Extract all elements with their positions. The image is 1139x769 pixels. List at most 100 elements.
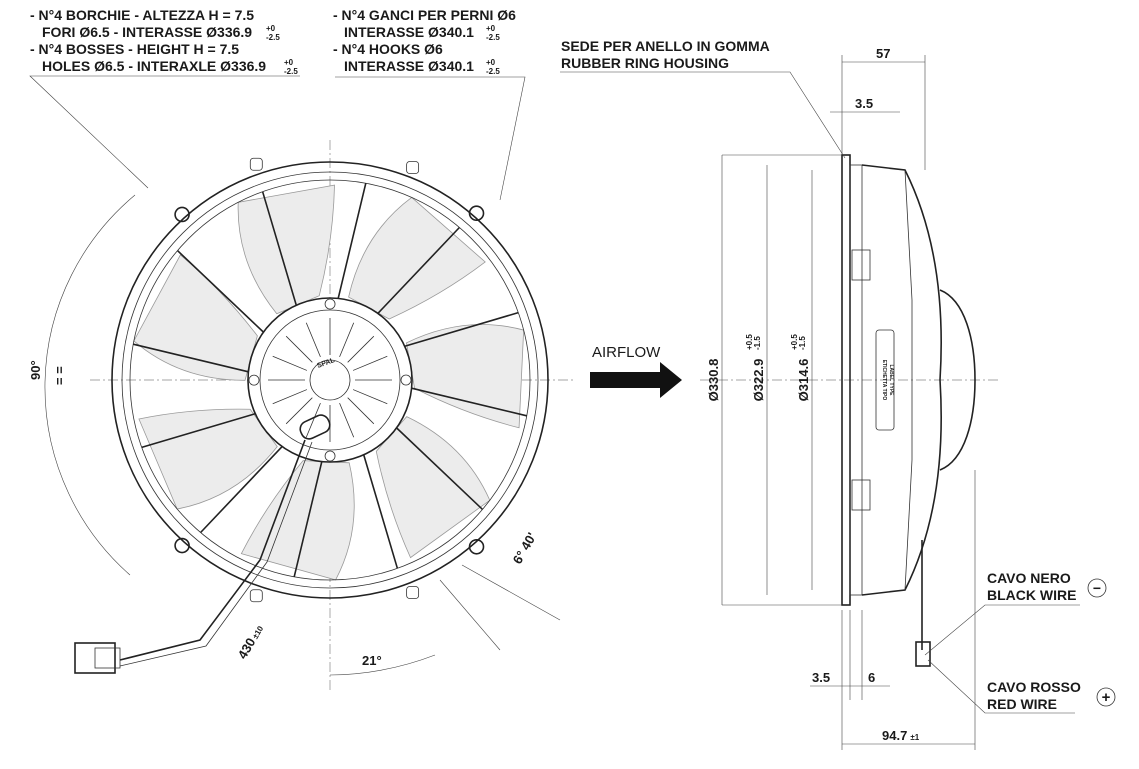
svg-text:= =: = = (52, 366, 67, 385)
svg-text:−: − (1093, 580, 1101, 596)
red-wire-label: CAVO ROSSO RED WIRE + (927, 659, 1116, 714)
spoke (176, 250, 264, 333)
fan-blade (138, 408, 278, 510)
svg-text:+0.5: +0.5 (790, 334, 799, 350)
svg-text:-2.5: -2.5 (266, 33, 280, 42)
svg-text:-2.5: -2.5 (284, 67, 298, 76)
spoke (411, 387, 527, 417)
svg-text:CAVO ROSSO: CAVO ROSSO (987, 679, 1081, 695)
mounting-boss (174, 537, 190, 554)
hub-rib (347, 335, 375, 363)
spoke (396, 427, 484, 510)
svg-text:+: + (1102, 689, 1111, 706)
hub-rib (339, 402, 355, 438)
cable-length: 430±10 (235, 621, 267, 661)
hub-rib (285, 335, 313, 363)
hub-screw (248, 374, 260, 386)
mounting-hook (249, 589, 263, 603)
svg-text:LABEL TYPE: LABEL TYPE (888, 364, 894, 396)
hooks-note: - N°4 GANCI PER PERNI Ø6 INTERASSE Ø340.… (333, 7, 526, 201)
fan-blade (133, 254, 258, 381)
hub-rib (305, 402, 321, 438)
bosses-note: - N°4 BORCHIE - ALTEZZA H = 7.5 FORI Ø6.… (29, 7, 300, 189)
fan-blade (406, 324, 525, 429)
fan-blade (237, 184, 335, 315)
svg-text:-1.5: -1.5 (798, 336, 807, 350)
spoke (141, 412, 256, 449)
svg-text:- N°4 GANCI PER PERNI Ø6: - N°4 GANCI PER PERNI Ø6 (333, 7, 516, 23)
spoke (293, 461, 323, 577)
spoke (337, 183, 367, 299)
hub-rib (352, 389, 388, 405)
svg-text:+0: +0 (486, 24, 496, 33)
svg-text:AIRFLOW: AIRFLOW (592, 344, 661, 361)
fan-blade (240, 460, 355, 581)
mounting-hook (406, 586, 420, 599)
spoke (404, 311, 519, 348)
svg-text:21°: 21° (362, 653, 382, 668)
mounting-hook (249, 157, 263, 171)
mounting-boss (174, 206, 190, 223)
svg-text:-2.5: -2.5 (486, 67, 500, 76)
svg-text:Ø322.9: Ø322.9 (751, 359, 766, 402)
side-connector (915, 641, 931, 667)
spoke (362, 454, 399, 569)
spoke (261, 191, 298, 306)
fan-blade (375, 416, 491, 559)
svg-text:- N°4 HOOKS Ø6: - N°4 HOOKS Ø6 (333, 41, 443, 57)
cable (119, 439, 306, 661)
svg-text:6: 6 (868, 670, 875, 685)
svg-text:Ø330.8: Ø330.8 (706, 359, 721, 402)
hub-screw (324, 450, 336, 462)
svg-text:-2.5: -2.5 (486, 33, 500, 42)
hub-rib (352, 355, 388, 371)
angle-90-arc (44, 194, 136, 576)
airflow-indicator: AIRFLOW (590, 344, 682, 398)
connector (74, 642, 116, 674)
hub-rib (347, 397, 375, 425)
airflow-arrow-icon (590, 362, 682, 398)
dim-94-7: 94.7±1 (882, 728, 920, 743)
spoke (377, 226, 460, 314)
svg-text:HOLES Ø6.5 - INTERAXLE Ø336.9: HOLES Ø6.5 - INTERAXLE Ø336.9 (42, 58, 266, 74)
hub-rib (272, 355, 308, 371)
label-type-box (875, 329, 895, 431)
svg-text:CAVO NERO: CAVO NERO (987, 570, 1071, 586)
hub-screw (324, 298, 336, 310)
svg-text:-1.5: -1.5 (753, 336, 762, 350)
svg-text:- N°4 BOSSES - HEIGHT H = 7.5: - N°4 BOSSES - HEIGHT H = 7.5 (30, 41, 239, 57)
svg-text:90°: 90° (28, 360, 43, 380)
svg-text:6° 40': 6° 40' (510, 530, 540, 567)
svg-text:57: 57 (876, 46, 890, 61)
svg-text:SEDE PER ANELLO IN GOMMA: SEDE PER ANELLO IN GOMMA (561, 38, 770, 54)
mounting-boss (468, 538, 485, 555)
fan-blade (348, 196, 486, 320)
svg-text:ETICHETTA TIPO: ETICHETTA TIPO (881, 360, 887, 401)
svg-text:- N°4 BORCHIE - ALTEZZA H = 7.: - N°4 BORCHIE - ALTEZZA H = 7.5 (30, 7, 254, 23)
fan-side-view: ETICHETTA TIPO LABEL TYPE Ø330.8 Ø322.9 … (560, 38, 1000, 750)
fan-front-view: SPAL 90° = = 21° 6° 40' 430±10 (28, 140, 575, 690)
svg-text:+0: +0 (266, 24, 276, 33)
hub-rib (285, 397, 313, 425)
outer-ring (111, 161, 549, 599)
black-wire-label: CAVO NERO BLACK WIRE − (924, 570, 1107, 656)
svg-text:+0: +0 (486, 58, 496, 67)
spoke (133, 343, 249, 373)
svg-text:BLACK WIRE: BLACK WIRE (987, 587, 1076, 603)
svg-text:3.5: 3.5 (855, 96, 873, 111)
svg-text:RUBBER RING HOUSING: RUBBER RING HOUSING (561, 55, 729, 71)
minus-icon (1087, 578, 1107, 598)
plus-icon (1096, 687, 1116, 707)
svg-text:INTERASSE Ø340.1: INTERASSE Ø340.1 (344, 24, 474, 40)
svg-text:Ø314.6: Ø314.6 (796, 359, 811, 402)
mounting-boss (468, 205, 485, 222)
angle-21-arc (329, 654, 436, 676)
svg-text:+0.5: +0.5 (745, 334, 754, 350)
svg-text:RED WIRE: RED WIRE (987, 696, 1057, 712)
mounting-hook (406, 161, 420, 174)
hub-rib (272, 389, 308, 405)
svg-text:INTERASSE Ø340.1: INTERASSE Ø340.1 (344, 58, 474, 74)
bosses-note-line: FORI Ø6.5 - INTERASSE Ø336.9 (42, 24, 252, 40)
spoke (200, 446, 283, 534)
